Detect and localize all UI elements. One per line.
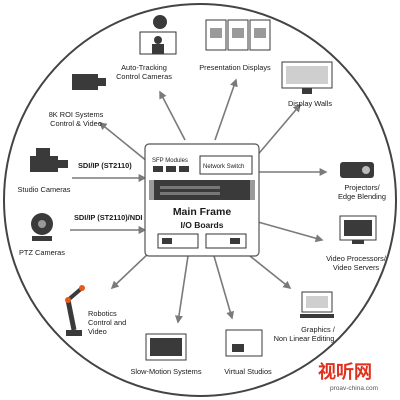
- projectors-label-2: Edge Blending: [338, 192, 386, 201]
- auto-tracking-camera-icon: [153, 15, 167, 29]
- graphics-keyboard: [300, 314, 334, 318]
- display-walls-label: Display Walls: [288, 99, 332, 108]
- slow-motion-node: Slow-Motion Systems: [130, 333, 202, 376]
- watermark-brand: 视听网: [318, 361, 372, 382]
- watermark-url: proav-china.com: [330, 385, 378, 392]
- robot-arm-segment: [66, 286, 84, 302]
- rack-slot: [160, 192, 220, 195]
- io-board-chip: [230, 238, 240, 244]
- arrow-graphics: [249, 255, 292, 289]
- studio-camera-icon: [30, 156, 58, 172]
- video-processors-label-1: Video Processors/: [326, 254, 387, 263]
- virtual-studios-label: Virtual Studios: [224, 367, 272, 376]
- io-board-chip: [162, 238, 172, 244]
- display-frame: [232, 28, 244, 38]
- virtual-studio-camera: [232, 344, 244, 352]
- sfp-module-icon: [153, 166, 163, 172]
- sfp-module-icon: [179, 166, 189, 172]
- roi-camera-icon: [72, 74, 98, 90]
- projector-lens: [362, 166, 370, 174]
- monitor-screen: [344, 220, 372, 236]
- ptz-base: [32, 236, 52, 241]
- network-switch-label: Network Switch: [203, 164, 244, 170]
- link-label-sdi-ip: SDI/IP (ST2110): [78, 161, 132, 170]
- sfp-module-icon: [166, 166, 176, 172]
- ptz-lens: [38, 220, 46, 228]
- robotics-label-2: Control and: [88, 318, 126, 327]
- arrow-video-processors: [257, 221, 324, 243]
- io-board-icon: [205, 233, 247, 249]
- watermark: 视听网 proav-china.com: [318, 361, 378, 392]
- display-wall-stand: [302, 88, 312, 94]
- presenter-icon: [154, 36, 162, 44]
- projector-icon: [340, 162, 374, 178]
- video-processors-node: Video Processors/ Video Servers: [326, 215, 387, 272]
- studio-cameras-node: Studio Cameras: [18, 148, 71, 194]
- presenter-body: [152, 44, 164, 54]
- video-processors-label-2: Video Servers: [333, 263, 380, 272]
- arrow-slow-motion: [175, 255, 189, 324]
- arrow-display-walls: [254, 103, 302, 159]
- robot-joint: [65, 297, 71, 303]
- main-frame-hub: SFP Modules Network Switch Main Frame I/…: [144, 143, 260, 257]
- rack-slot: [160, 186, 220, 189]
- sfp-modules-label: SFP Modules: [152, 158, 188, 164]
- virtual-studios-node: Virtual Studios: [224, 329, 272, 376]
- main-frame-rack-icon: [153, 180, 251, 200]
- display-walls-node: Display Walls: [281, 61, 333, 108]
- robot-joint: [79, 285, 85, 291]
- network-switch-icon: [199, 155, 253, 175]
- robotics-node: Robotics Control and Video: [65, 285, 126, 336]
- main-frame-title: Main Frame: [173, 206, 232, 218]
- graphics-screen: [306, 296, 328, 308]
- robot-base: [66, 330, 82, 336]
- robotics-label-1: Robotics: [88, 309, 117, 318]
- virtual-studio-set-icon: [225, 329, 263, 357]
- auto-tracking-label-1: Auto-Tracking: [121, 63, 167, 72]
- roi-node: 8K ROI Systems Control & Video: [49, 74, 106, 128]
- studio-camera-lens: [58, 160, 68, 168]
- rack-handle-right: [250, 180, 255, 200]
- studio-cameras-label: Studio Cameras: [18, 185, 71, 194]
- io-board-icon: [157, 233, 199, 249]
- roi-label-1: 8K ROI Systems: [49, 110, 104, 119]
- auto-tracking-node: Auto-Tracking Control Cameras: [116, 15, 177, 81]
- graphics-label-1: Graphics /: [301, 325, 336, 334]
- slow-motion-label: Slow-Motion Systems: [130, 367, 201, 376]
- presentation-node: Presentation Displays: [199, 19, 271, 72]
- rack-handle-left: [149, 180, 154, 200]
- slow-motion-screen: [150, 338, 182, 356]
- display-frame: [210, 28, 222, 38]
- presentation-label: Presentation Displays: [199, 63, 271, 72]
- display-wall-panel: [286, 66, 328, 84]
- arrow-auto-tracking: [159, 90, 186, 141]
- projectors-label-1: Projectors/: [344, 183, 380, 192]
- arrow-robotics: [110, 251, 151, 290]
- roi-label-2: Control & Video: [50, 119, 102, 128]
- projectors-node: Projectors/ Edge Blending: [338, 162, 386, 201]
- arrow-presentation: [214, 78, 238, 141]
- graphics-node: Graphics / Non Linear Editing: [274, 291, 336, 343]
- link-label-sdi-ip-ndi: SDI/IP (ST2110)/NDI: [74, 213, 142, 222]
- graphics-label-2: Non Linear Editing: [274, 334, 335, 343]
- auto-tracking-label-2: Control Cameras: [116, 72, 172, 81]
- display-frame: [254, 28, 266, 38]
- studio-camera-viewfinder: [36, 148, 50, 156]
- ptz-node: PTZ Cameras: [19, 213, 65, 257]
- arrow-roi: [98, 121, 149, 163]
- arrow-virtual-studios: [213, 255, 235, 320]
- ptz-label: PTZ Cameras: [19, 248, 65, 257]
- robotics-label-3: Video: [88, 327, 107, 336]
- robot-arm-icon: [65, 299, 77, 331]
- connection-arrows: [70, 78, 328, 324]
- io-boards-title: I/O Boards: [181, 220, 224, 230]
- monitor-stand: [352, 240, 364, 244]
- roi-lens: [98, 78, 106, 86]
